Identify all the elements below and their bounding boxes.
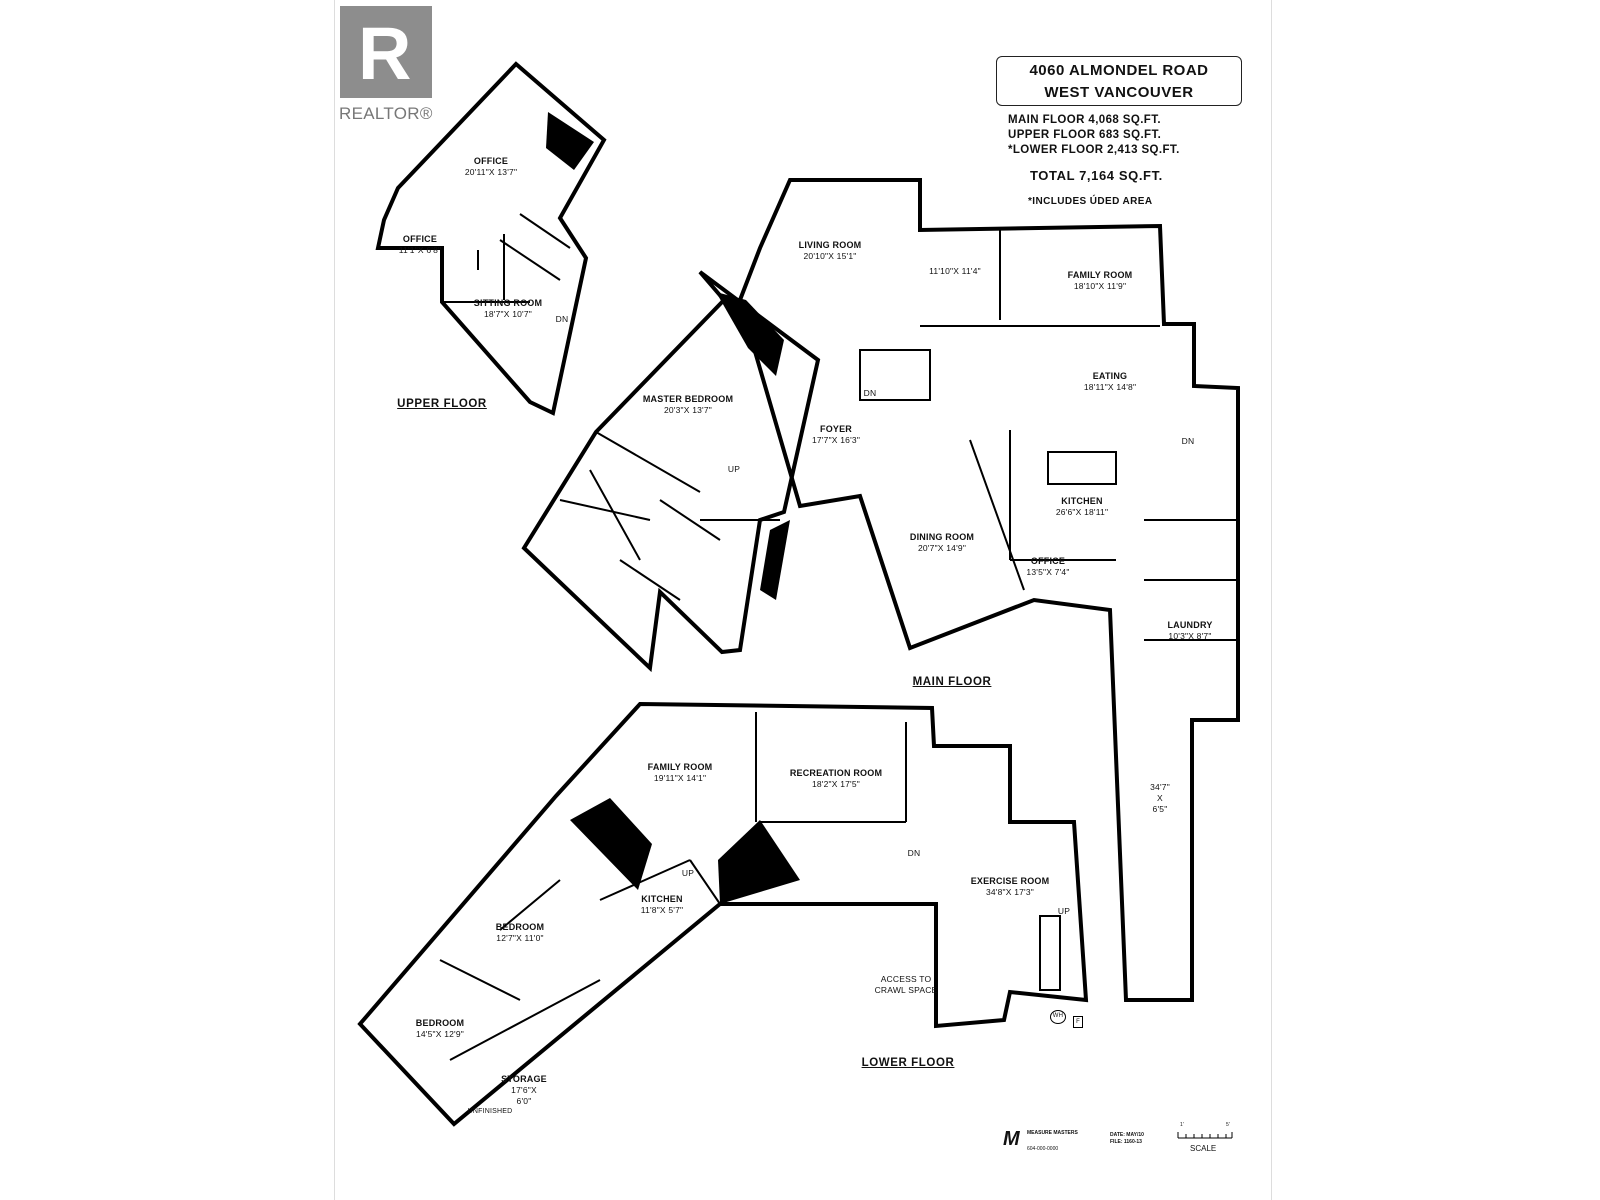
main-kitchen-island bbox=[1047, 451, 1117, 485]
floor-title-main: MAIN FLOOR bbox=[912, 676, 992, 688]
lower-stair bbox=[1039, 915, 1061, 991]
area-total: TOTAL 7,164 SQ.FT. bbox=[1030, 168, 1163, 183]
plan-date-info: DATE: MAY/10 FILE: 1160-13 bbox=[1110, 1132, 1144, 1146]
area-upper: UPPER FLOOR 683 SQ.FT. bbox=[1008, 129, 1162, 141]
scale-end: 5' bbox=[1226, 1122, 1230, 1128]
measure-masters-credit: M MEASURE MASTERS 604-000-0000 bbox=[1003, 1128, 1093, 1154]
marker-up-lower: UP bbox=[681, 868, 695, 878]
area-main: MAIN FLOOR 4,068 SQ.FT. bbox=[1008, 114, 1161, 126]
marker-up-exercise: UP bbox=[1057, 906, 1071, 916]
water-heater-icon: WH bbox=[1050, 1010, 1066, 1024]
measure-masters-phone: 604-000-0000 bbox=[1027, 1146, 1059, 1152]
scale-label: SCALE bbox=[1190, 1144, 1217, 1153]
address-line2: WEST VANCOUVER bbox=[1044, 84, 1194, 101]
realtor-logo-text: REALTOR® bbox=[339, 104, 433, 123]
main-west-wing bbox=[521, 270, 821, 673]
marker-unfinished: UNFINISHED bbox=[467, 1108, 513, 1115]
upper-floor-walls bbox=[442, 213, 571, 303]
realtor-logo-letter: R bbox=[358, 12, 412, 95]
marker-up-main: UP bbox=[727, 464, 741, 474]
scale-start: 1' bbox=[1180, 1122, 1184, 1128]
upper-floor-outline bbox=[375, 61, 607, 416]
measure-masters-name: MEASURE MASTERS bbox=[1027, 1130, 1078, 1136]
furnace-icon: F bbox=[1073, 1016, 1083, 1028]
scale-bar: 1' 5' SCALE bbox=[1176, 1122, 1236, 1156]
address-box: 4060 ALMONDEL ROAD WEST VANCOUVER bbox=[996, 56, 1242, 106]
main-inner-walls bbox=[859, 230, 1238, 641]
plan-date: DATE: MAY/10 bbox=[1110, 1132, 1144, 1138]
marker-dn-lower: DN bbox=[907, 848, 921, 858]
fireplace-master bbox=[716, 292, 784, 376]
floorplan-sheet bbox=[334, 0, 1272, 1200]
measure-masters-logo-mark: M bbox=[1003, 1128, 1020, 1150]
scale-ruler bbox=[1177, 1132, 1233, 1139]
address-line1: 4060 ALMONDEL ROAD bbox=[1029, 62, 1209, 79]
floor-title-lower: LOWER FLOOR bbox=[861, 1057, 955, 1069]
marker-dn-east: DN bbox=[1181, 436, 1195, 446]
realtor-logo: R REALTOR® bbox=[339, 6, 434, 126]
room-den: 11'10"X 11'4" bbox=[929, 266, 981, 276]
floor-title-upper: UPPER FLOOR bbox=[397, 398, 487, 410]
room-hall: 34'7" X 6'5" bbox=[1150, 782, 1170, 814]
area-lower: *LOWER FLOOR 2,413 SQ.FT. bbox=[1008, 144, 1180, 156]
master-walls bbox=[559, 431, 780, 601]
solid-block-main bbox=[760, 520, 790, 600]
realtor-logo-box bbox=[340, 6, 432, 98]
lower-floor-outline bbox=[357, 701, 1089, 1127]
solid-block-lower bbox=[718, 820, 800, 904]
fireplace-lower bbox=[570, 798, 652, 890]
area-note: *INCLUDES ÚDED AREA bbox=[1028, 196, 1153, 207]
plan-file: FILE: 1160-13 bbox=[1110, 1139, 1142, 1145]
area-summary: MAIN FLOOR 4,068 SQ.FT. UPPER FLOOR 683 … bbox=[1008, 113, 1180, 158]
fireplace-upper bbox=[546, 112, 594, 170]
lower-inner-walls bbox=[439, 712, 907, 1061]
marker-dn-upper: DN bbox=[555, 314, 569, 324]
marker-crawl-space: ACCESS TO CRAWL SPACE bbox=[874, 974, 938, 995]
marker-dn-main: DN bbox=[863, 388, 877, 398]
main-centre bbox=[737, 178, 1240, 1002]
